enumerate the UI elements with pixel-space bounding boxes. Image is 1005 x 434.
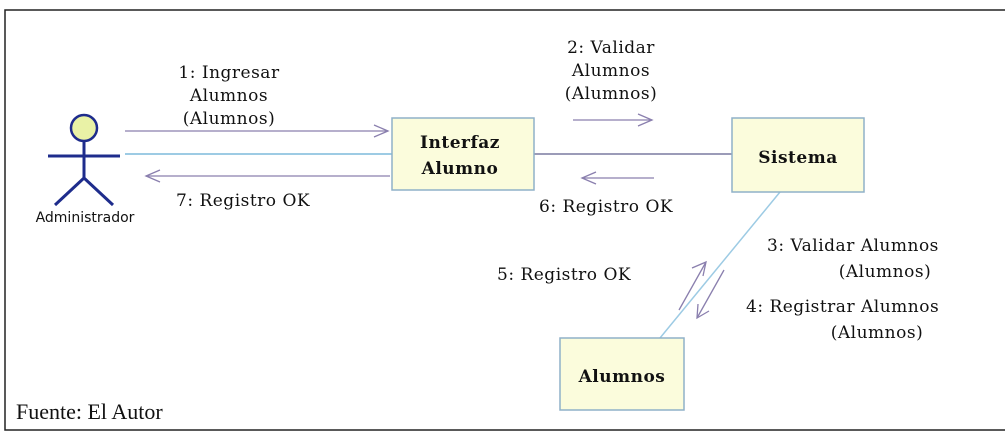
diagram-border <box>4 9 1005 431</box>
message-labels: 1: Ingresar Alumnos (Alumnos) 2: Validar… <box>176 38 939 343</box>
arrow-msg-5 <box>678 260 707 311</box>
actor-label: Administrador <box>36 210 135 226</box>
msg-4-line1: 4: Registrar Alumnos <box>746 297 939 317</box>
arrow-msg-7 <box>144 169 390 183</box>
arrow-msg-6 <box>580 171 654 185</box>
msg-2-line2: Alumnos <box>571 61 650 81</box>
arrow-msg-1 <box>125 124 390 138</box>
links <box>125 153 781 339</box>
msg-2-line3: (Alumnos) <box>565 84 657 104</box>
msg-1-line2: Alumnos <box>189 86 268 106</box>
object-sistema: Sistema <box>731 117 865 193</box>
object-alumnos: Alumnos <box>559 337 685 411</box>
interfaz-label-line1: Interfaz <box>420 133 500 153</box>
msg-5-label: 5: Registro OK <box>497 265 631 285</box>
arrow-msg-2 <box>573 113 654 127</box>
actor-administrador: Administrador <box>36 113 135 226</box>
alumnos-label: Alumnos <box>578 367 666 387</box>
link-sistema-alumnos <box>659 191 781 339</box>
message-arrows <box>125 113 725 320</box>
object-interfaz-alumno: Interfaz Alumno <box>391 117 535 191</box>
source-note: Fuente: El Autor <box>16 399 163 424</box>
msg-7-label: 7: Registro OK <box>176 191 310 211</box>
interfaz-label-line2: Alumno <box>421 159 499 179</box>
msg-1-line3: (Alumnos) <box>183 109 275 129</box>
arrow-msg-4 <box>696 269 725 320</box>
msg-1-line1: 1: Ingresar <box>178 63 280 83</box>
msg-6-label: 6: Registro OK <box>539 197 673 217</box>
msg-3-line2: (Alumnos) <box>839 262 931 282</box>
msg-3-line1: 3: Validar Alumnos <box>767 236 939 256</box>
msg-4-line2: (Alumnos) <box>831 323 923 343</box>
stick-figure-actor-icon <box>48 113 120 207</box>
msg-2-line1: 2: Validar <box>567 38 655 58</box>
sistema-label: Sistema <box>758 148 837 168</box>
